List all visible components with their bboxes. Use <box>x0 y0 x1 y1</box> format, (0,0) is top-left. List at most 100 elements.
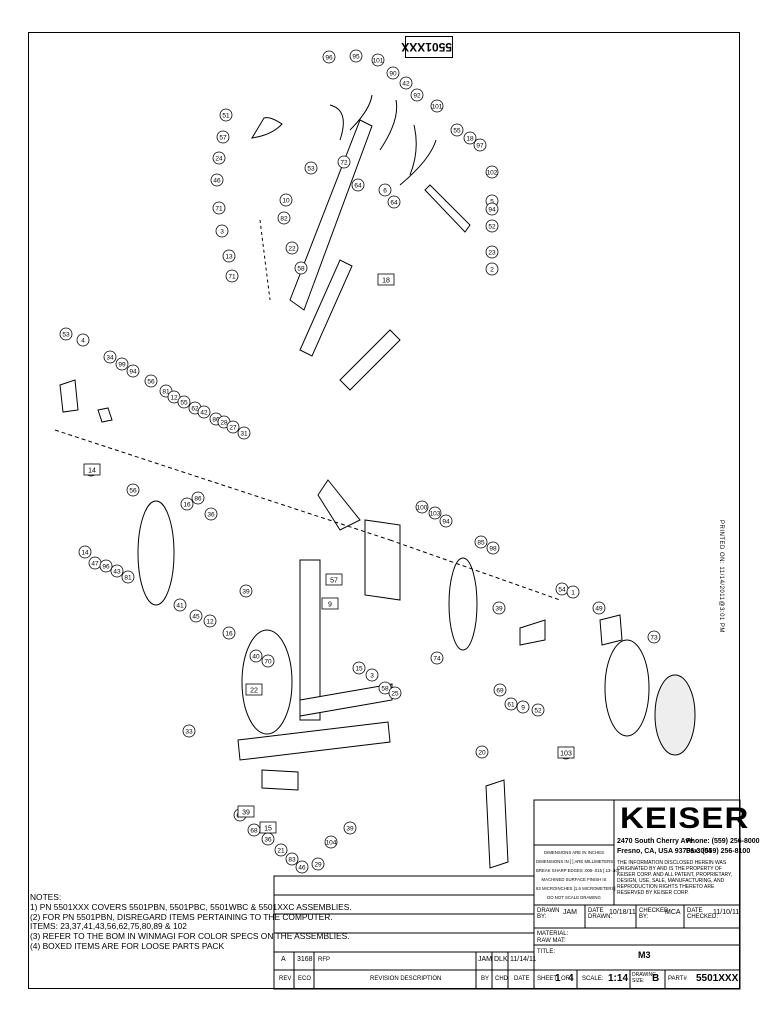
balloon-label: 57 <box>219 135 227 142</box>
balloon-label: 39 <box>495 606 503 613</box>
revision-by-value: JAM <box>478 956 492 963</box>
rev-value: A <box>281 956 286 963</box>
balloon-label: 2 <box>490 267 494 274</box>
balloon-label: 58 <box>381 686 389 693</box>
balloon-callout: 36 <box>204 507 218 521</box>
title-label: TITLE: <box>537 949 556 955</box>
balloon-circle <box>78 545 92 559</box>
balloon-label: 42 <box>200 410 208 417</box>
balloon-callout: 16 <box>180 497 194 511</box>
part-number-value: 5501XXX <box>696 973 739 984</box>
balloon-label: 68 <box>250 828 258 835</box>
balloon-circle <box>226 420 240 434</box>
balloon-circle <box>277 211 291 225</box>
balloon-label: 36 <box>264 837 272 844</box>
balloon-circle <box>99 559 113 573</box>
balloon-circle <box>475 745 489 759</box>
balloon-circle <box>415 500 429 514</box>
balloon-label: 12 <box>170 395 178 402</box>
drawing-size-label: DRAWING SIZE: <box>632 972 656 984</box>
balloon-callout: 83 <box>285 852 299 866</box>
balloon-label: 53 <box>307 166 315 173</box>
balloon-circle <box>237 426 251 440</box>
balloon-callout: 61 <box>504 697 518 711</box>
sheet-label: SHEET <box>537 976 558 982</box>
drawn-by-value: JAM <box>563 909 577 916</box>
balloon-circle <box>103 350 117 364</box>
revision-description-value: RFP <box>318 957 330 963</box>
balloon-label: 21 <box>277 848 285 855</box>
balloon-label: 20 <box>478 750 486 757</box>
boxed-item: 18 <box>377 273 395 286</box>
revision-description-header: REVISION DESCRIPTION <box>370 976 442 982</box>
notes-block: NOTES: 1) PN 5501XXX COVERS 5501PBN, 550… <box>30 892 352 952</box>
balloon-circle <box>180 497 194 511</box>
balloon-circle <box>182 724 196 738</box>
balloon-circle <box>204 507 218 521</box>
balloon-callout: 94 <box>439 514 453 528</box>
balloon-label: 42 <box>402 81 410 88</box>
balloon-callout: 23 <box>485 245 499 259</box>
balloon-label: 4 <box>81 338 85 345</box>
balloon-circle <box>210 173 224 187</box>
balloon-label: 3 <box>370 673 374 680</box>
balloon-label: 73 <box>650 635 658 642</box>
balloon-label: 43 <box>113 569 121 576</box>
balloon-label: 64 <box>390 200 398 207</box>
rev-header: REV <box>279 976 292 982</box>
note-line-2: (2) FOR PN 5501PBN, DISREGARD ITEMS PERT… <box>30 911 333 922</box>
balloon-circle <box>239 584 253 598</box>
balloon-circle <box>212 151 226 165</box>
balloon-label: 46 <box>213 178 221 185</box>
balloon-callout: 85 <box>474 535 488 549</box>
balloon-label: 16 <box>183 502 191 509</box>
balloon-callout: 55 <box>450 123 464 137</box>
balloon-label: 13 <box>225 254 233 261</box>
balloon-circle <box>592 601 606 615</box>
balloon-circle <box>485 202 499 216</box>
balloon-callout: 82 <box>277 211 291 225</box>
balloon-callout: 27 <box>226 420 240 434</box>
company-phone: Phone: (559) 256-8000 <box>686 838 760 845</box>
balloon-circle <box>352 661 366 675</box>
boxed-item-label: 9 <box>328 602 332 609</box>
balloon-callout: 25 <box>388 686 402 700</box>
balloon-callout: 22 <box>285 241 299 255</box>
balloon-circle <box>261 654 275 668</box>
balloon-label: 33 <box>185 729 193 736</box>
balloon-circle <box>388 686 402 700</box>
balloon-label: 71 <box>215 206 223 213</box>
balloon-callout: 95 <box>349 49 363 63</box>
date-header: DATE <box>514 976 530 982</box>
balloon-callout: 98 <box>486 541 500 555</box>
balloon-label: 40 <box>252 654 260 661</box>
date-drawn-label: DATE DRAWN: <box>588 908 613 920</box>
balloon-callout: 53 <box>59 327 73 341</box>
boxed-item: 22 <box>245 683 263 696</box>
revision-date-value: 11/14/11 <box>510 956 537 963</box>
balloon-label: 34 <box>106 355 114 362</box>
balloon-label: 23 <box>488 250 496 257</box>
balloon-circle <box>126 483 140 497</box>
balloon-callout: 57 <box>216 130 230 144</box>
balloon-circle <box>387 195 401 209</box>
boxed-item-label: 18 <box>382 278 390 285</box>
note-line-4: (3) REFER TO THE BOM IN WINMAGI FOR COLO… <box>30 931 350 942</box>
scale-label: SCALE: <box>582 976 604 982</box>
drawn-by-label: DRAWN BY: <box>537 908 560 920</box>
balloon-label: 24 <box>215 156 223 163</box>
boxed-item-frame <box>377 273 395 286</box>
balloon-circle <box>144 374 158 388</box>
balloon-label: 51 <box>222 113 230 120</box>
balloon-callout: 42 <box>197 405 211 419</box>
balloon-label: 28 <box>220 420 228 427</box>
balloon-circle <box>279 193 293 207</box>
balloon-label: 27 <box>229 425 237 432</box>
balloon-callout: 6 <box>378 183 392 197</box>
balloon-circle <box>486 541 500 555</box>
boxed-item: 9 <box>321 597 339 610</box>
boxed-item-frame <box>321 597 339 610</box>
note-line-3: ITEMS: 23,37,41,43,56,62,75,80,89 & 102 <box>30 921 187 932</box>
